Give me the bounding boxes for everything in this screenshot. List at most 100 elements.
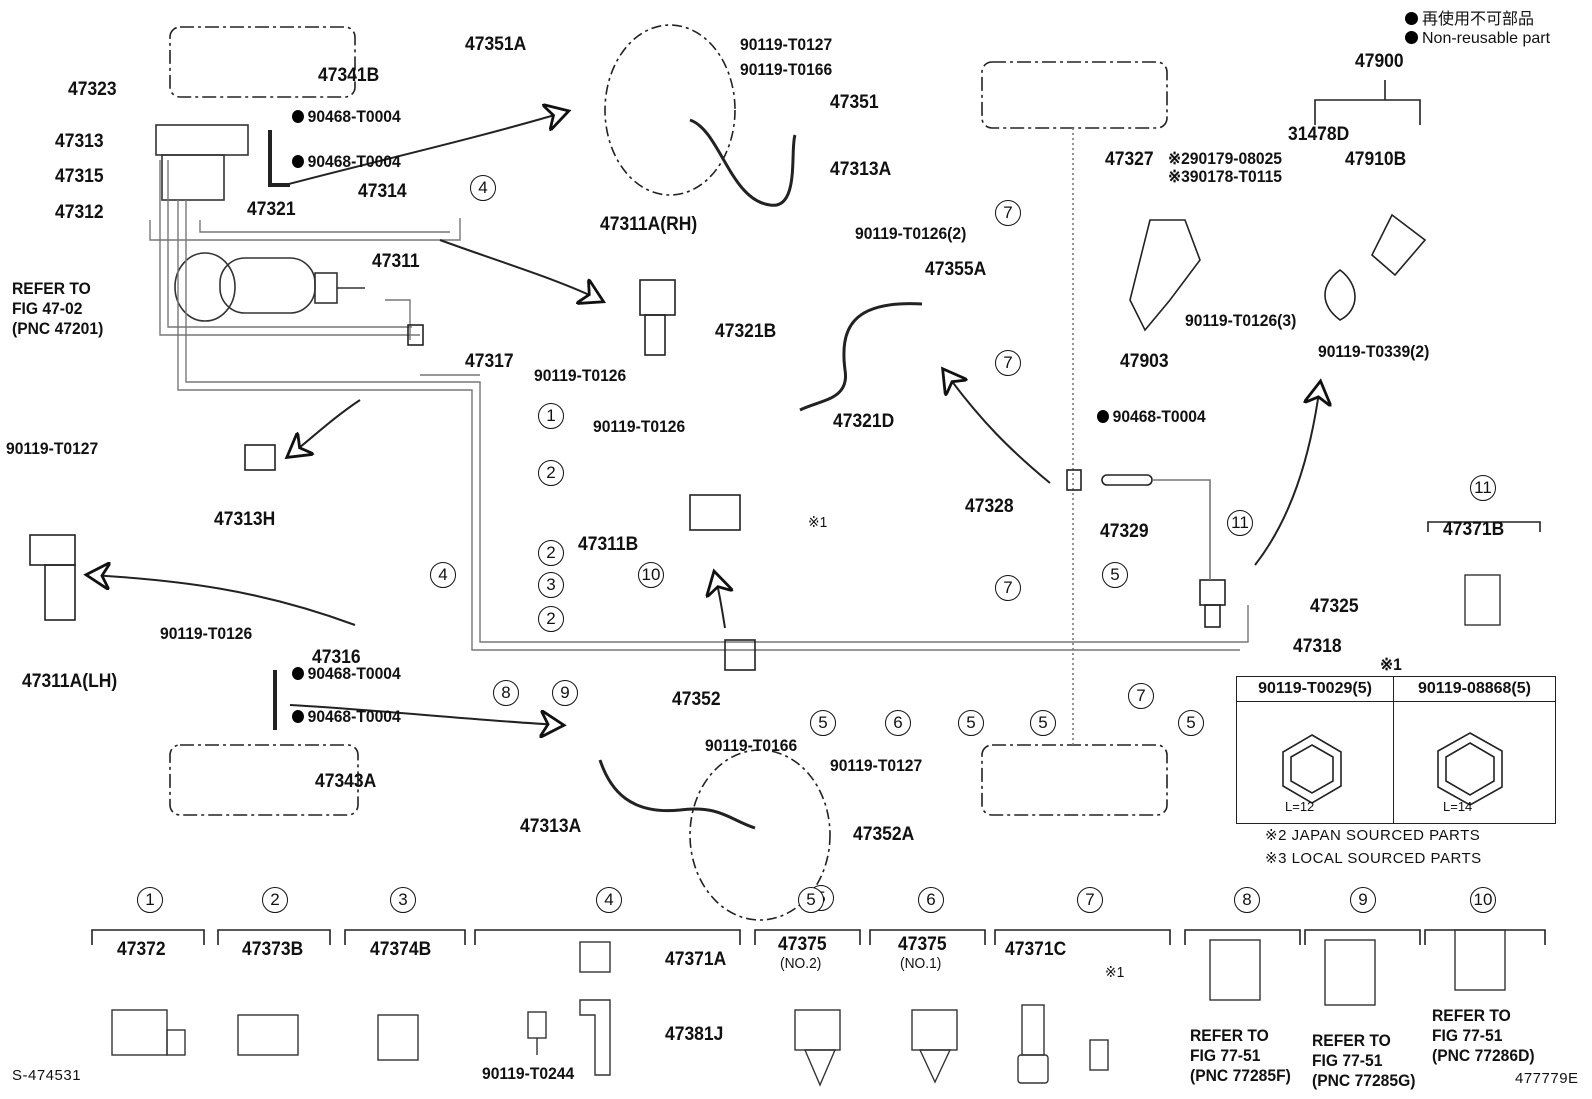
bolt-90119-T0166-a[interactable]: 90119-T0166: [740, 60, 833, 79]
callout-8[interactable]: 8: [493, 680, 519, 706]
bottom-bolt-90119-T0244[interactable]: 90119-T0244: [482, 1064, 575, 1083]
bolt-90468-T0004-d[interactable]: 90468-T0004: [292, 708, 401, 725]
callout-5[interactable]: 5: [1030, 710, 1056, 736]
callout-2[interactable]: 2: [538, 540, 564, 566]
bottom-refer-8-2[interactable]: FIG 77-51: [1190, 1046, 1261, 1065]
part-47351A[interactable]: 47351A: [465, 34, 527, 55]
part-47329[interactable]: 47329: [1100, 521, 1149, 542]
part-47321[interactable]: 47321: [247, 199, 296, 220]
part-47318[interactable]: 47318: [1293, 636, 1342, 657]
part-47316[interactable]: 47316: [312, 647, 361, 668]
bottom-part-47372[interactable]: 47372: [117, 939, 166, 960]
bottom-part-47371C[interactable]: 47371C: [1005, 939, 1067, 960]
bolt-90119-T0126-a[interactable]: 90119-T0126: [534, 366, 627, 385]
part-47313[interactable]: 47313: [55, 131, 104, 152]
callout-7[interactable]: 7: [995, 575, 1021, 601]
part-47311A-LH[interactable]: 47311A(LH): [22, 671, 118, 692]
clip-col-2[interactable]: 90119-08868(5): [1394, 677, 1555, 702]
bottom-part-47375-no1[interactable]: 47375: [898, 934, 947, 955]
callout-9[interactable]: 9: [552, 680, 578, 706]
callout-2[interactable]: 2: [538, 606, 564, 632]
callout-3[interactable]: 3: [538, 572, 564, 598]
part-47327[interactable]: 47327: [1105, 149, 1154, 170]
part-47314[interactable]: 47314: [358, 181, 407, 202]
part-47313H[interactable]: 47313H: [214, 509, 276, 530]
bolt-90119-T0127-a[interactable]: 90119-T0127: [740, 35, 833, 54]
part-47910B[interactable]: 47910B: [1345, 149, 1407, 170]
part-47321D[interactable]: 47321D: [833, 411, 895, 432]
clip-col-1[interactable]: 90119-T0029(5): [1237, 677, 1393, 702]
callout-5[interactable]: 5: [958, 710, 984, 736]
bottom-callout-8[interactable]: 8: [1234, 887, 1260, 913]
bolt-90119-T0127-b[interactable]: 90119-T0127: [830, 756, 923, 775]
bottom-part-47373B[interactable]: 47373B: [242, 939, 304, 960]
bottom-part-47374B[interactable]: 47374B: [370, 939, 432, 960]
callout-4[interactable]: 4: [470, 175, 496, 201]
bolt-90119-T0126-lh[interactable]: 90119-T0126: [160, 624, 253, 643]
part-47351[interactable]: 47351: [830, 92, 879, 113]
callout-11[interactable]: 11: [1470, 475, 1496, 501]
bottom-callout-9[interactable]: 9: [1350, 887, 1376, 913]
part-47325[interactable]: 47325: [1310, 596, 1359, 617]
bolt-90119-T0166-b[interactable]: 90119-T0166: [705, 736, 798, 755]
part-47371B[interactable]: 47371B: [1443, 519, 1505, 540]
callout-5[interactable]: 5: [810, 710, 836, 736]
part-47311[interactable]: 47311: [372, 251, 420, 272]
bottom-callout-5[interactable]: 5: [798, 887, 824, 913]
bolt-90468-T0004-c[interactable]: 90468-T0004: [292, 665, 401, 682]
part-31478D[interactable]: 31478D: [1288, 124, 1350, 145]
part-47313A-top[interactable]: 47313A: [830, 159, 892, 180]
ref-box-bottom-right: [981, 744, 1168, 816]
bottom-part-47371A[interactable]: 47371A: [665, 949, 727, 970]
bottom-part-47381J[interactable]: 47381J: [665, 1024, 724, 1045]
bottom-callout-7[interactable]: 7: [1077, 887, 1103, 913]
bottom-refer-10-2[interactable]: FIG 77-51: [1432, 1026, 1503, 1045]
bolt-90468-T0004-b[interactable]: 90468-T0004: [292, 153, 401, 170]
part-47903[interactable]: 47903: [1120, 351, 1169, 372]
bolt-90178-T0115[interactable]: ※390178-T0115: [1168, 168, 1282, 185]
part-47343A[interactable]: 47343A: [315, 771, 377, 792]
part-47328[interactable]: 47328: [965, 496, 1014, 517]
part-47900[interactable]: 47900: [1355, 51, 1404, 72]
callout-7[interactable]: 7: [1128, 683, 1154, 709]
bolt-90119-T0339-2[interactable]: 90119-T0339(2): [1318, 342, 1430, 361]
part-47311A-RH[interactable]: 47311A(RH): [600, 214, 698, 235]
part-47311B[interactable]: 47311B: [578, 534, 639, 555]
part-47355A[interactable]: 47355A: [925, 259, 987, 280]
bottom-refer-9-2[interactable]: FIG 77-51: [1312, 1051, 1383, 1070]
bolt-90468-T0004-a[interactable]: 90468-T0004: [292, 108, 401, 125]
part-47312[interactable]: 47312: [55, 202, 104, 223]
bolt-90468-T0004-e[interactable]: 90468-T0004: [1097, 408, 1206, 425]
bottom-callout-2[interactable]: 2: [262, 887, 288, 913]
bottom-callout-1[interactable]: 1: [137, 887, 163, 913]
part-47341B[interactable]: 47341B: [318, 65, 380, 86]
callout-5[interactable]: 5: [1178, 710, 1204, 736]
callout-4[interactable]: 4: [430, 562, 456, 588]
part-47315[interactable]: 47315: [55, 166, 104, 187]
callout-7[interactable]: 7: [995, 200, 1021, 226]
part-47352A[interactable]: 47352A: [853, 824, 915, 845]
bolt-90179-08025[interactable]: ※290179-08025: [1168, 150, 1282, 167]
bottom-callout-10[interactable]: 10: [1470, 887, 1496, 913]
bottom-callout-6[interactable]: 6: [918, 887, 944, 913]
bolt-90119-T0127-left[interactable]: 90119-T0127: [6, 439, 99, 458]
callout-11[interactable]: 11: [1227, 510, 1253, 536]
callout-10[interactable]: 10: [638, 562, 664, 588]
bottom-part-47375-no2[interactable]: 47375: [778, 934, 827, 955]
callout-7[interactable]: 7: [995, 350, 1021, 376]
part-47323[interactable]: 47323: [68, 79, 117, 100]
part-47317[interactable]: 47317: [465, 351, 514, 372]
bolt-90119-T0126-3[interactable]: 90119-T0126(3): [1185, 311, 1297, 330]
part-47321B[interactable]: 47321B: [715, 321, 777, 342]
bottom-callout-3[interactable]: 3: [390, 887, 416, 913]
refer-line-2[interactable]: FIG 47-02: [12, 299, 83, 318]
part-47313A-bot[interactable]: 47313A: [520, 816, 582, 837]
callout-1[interactable]: 1: [538, 403, 564, 429]
bolt-90119-T0126-mid[interactable]: 90119-T0126: [593, 417, 686, 436]
callout-5[interactable]: 5: [1102, 562, 1128, 588]
callout-2[interactable]: 2: [538, 460, 564, 486]
bottom-callout-4[interactable]: 4: [596, 887, 622, 913]
callout-6[interactable]: 6: [885, 710, 911, 736]
bolt-90119-T0126-2[interactable]: 90119-T0126(2): [855, 224, 967, 243]
part-47352[interactable]: 47352: [672, 689, 721, 710]
